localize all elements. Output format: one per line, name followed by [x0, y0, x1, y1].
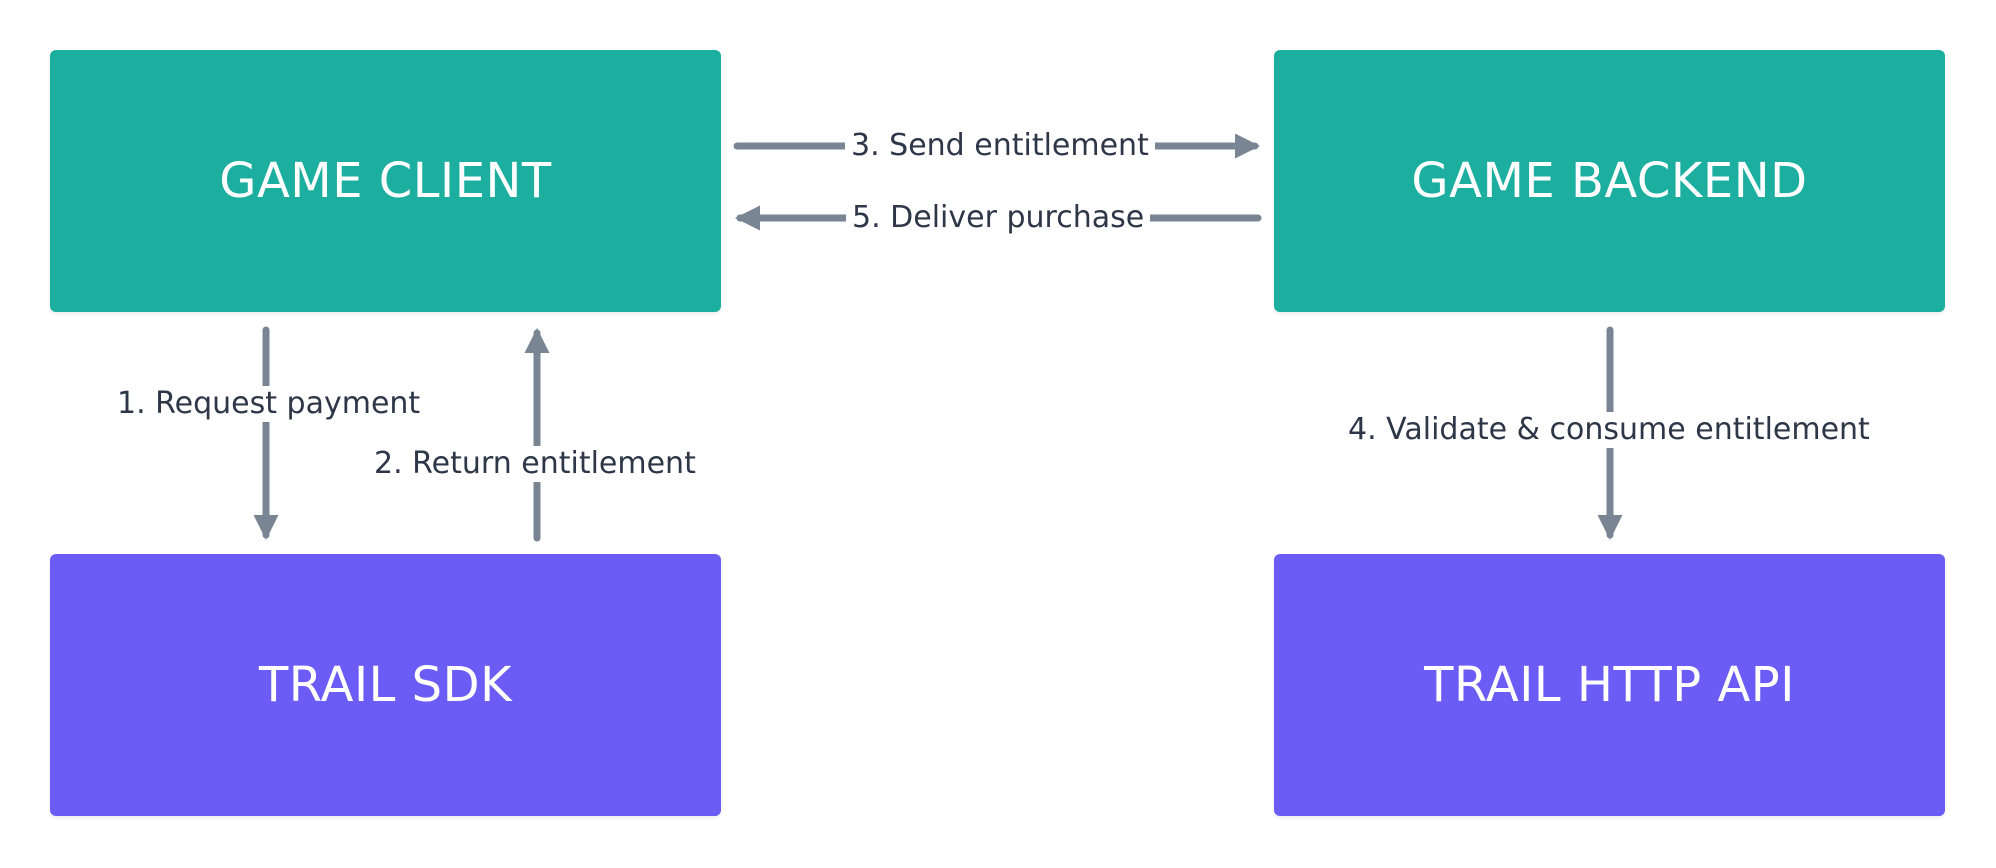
validate-consume-label: 4. Validate & consume entitlement — [1344, 412, 1874, 448]
game-client-node: GAME CLIENT — [50, 50, 721, 312]
trail-http-api-node: TRAIL HTTP API — [1274, 554, 1945, 816]
send-entitlement-label: 3. Send entitlement — [845, 128, 1155, 164]
game-backend-node: GAME BACKEND — [1274, 50, 1945, 312]
request-payment-label: 1. Request payment — [113, 386, 425, 422]
deliver-purchase-label: 5. Deliver purchase — [846, 200, 1151, 236]
trail-sdk-node: TRAIL SDK — [50, 554, 721, 816]
return-entitlement-label: 2. Return entitlement — [370, 446, 700, 482]
